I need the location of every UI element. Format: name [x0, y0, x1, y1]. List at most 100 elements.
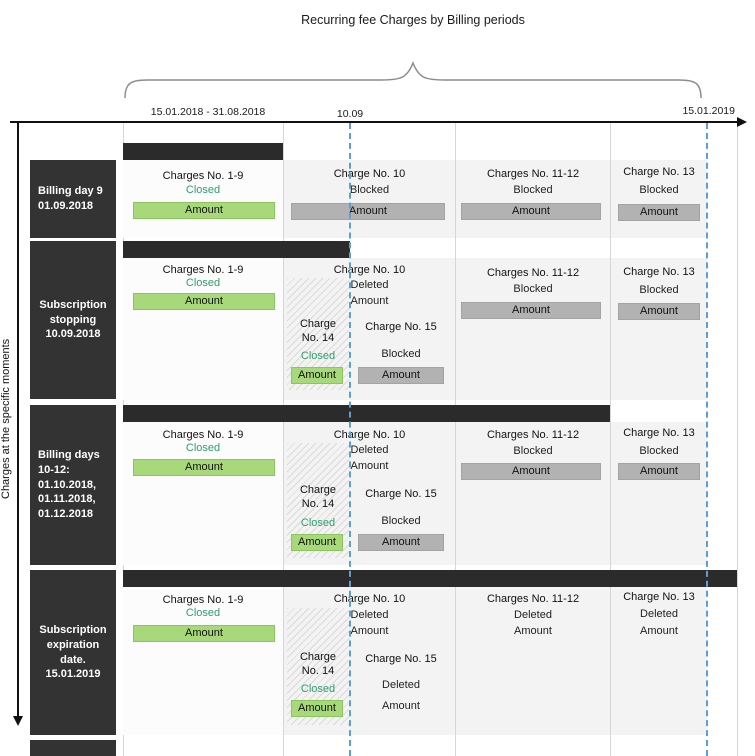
row-label-billing-days-10-12: Billing days 10-12: 01.10.2018, 01.11.20… [30, 405, 116, 565]
charge-title: Charge No. 14 [299, 651, 337, 677]
charge-title: Charge No. 14 [299, 484, 337, 510]
charge-title: Charges No. 1-9 [162, 594, 244, 606]
amount-text: Amount [350, 295, 389, 307]
moments-axis [17, 121, 19, 718]
next-row-label-stub [30, 740, 116, 756]
timeline-marker-15-01-2019 [706, 123, 708, 756]
charge-status: Deleted [350, 609, 389, 621]
charge-status: Deleted [350, 279, 389, 291]
amount-chip: Amount [133, 202, 275, 219]
charge-status: Blocked [639, 445, 679, 457]
amount-text: Amount [640, 625, 678, 637]
charge-status: Blocked [381, 515, 421, 527]
amount-chip: Amount [133, 293, 275, 310]
charge-status: Closed [185, 442, 221, 454]
amount-text: Amount [350, 625, 389, 637]
row-cell [123, 258, 283, 400]
row-cell [284, 160, 455, 238]
amount-chip: Amount [291, 534, 343, 551]
charge-status: Deleted [640, 608, 678, 620]
charge-status: Deleted [382, 679, 420, 691]
charge-status: Blocked [513, 445, 553, 457]
amount-chip: Amount [291, 700, 343, 717]
moments-axis-arrow [13, 716, 23, 726]
timeline-label-end-date: 15.01.2019 [682, 105, 735, 117]
row-cell [611, 587, 707, 735]
row-cell [456, 587, 610, 735]
amount-chip: Amount [618, 463, 700, 480]
amount-chip: Amount [133, 459, 275, 476]
charge-status: Blocked [513, 283, 553, 295]
charge-title: Charges No. 11-12 [486, 168, 580, 180]
column-gridline [610, 123, 611, 756]
charge-status: Closed [185, 607, 221, 619]
charge-status: Blocked [639, 284, 679, 296]
charge-title: Charge No. 13 [623, 591, 695, 603]
column-gridline [283, 123, 284, 756]
amount-chip: Amount [618, 303, 700, 320]
charge-status: Closed [300, 350, 336, 362]
amount-text: Amount [382, 700, 420, 712]
y-axis-label: Charges at the specific moments [0, 338, 12, 500]
row-cell [611, 258, 707, 400]
charge-status: Closed [185, 277, 221, 289]
amount-chip: Amount [358, 367, 444, 384]
timeline-label-period: 15.01.2018 - 31.08.2018 [150, 106, 266, 118]
charge-status: Closed [300, 683, 336, 695]
column-gridline [455, 123, 456, 756]
charge-title: Charge No. 10 [333, 593, 406, 605]
amount-chip: Amount [291, 367, 343, 384]
row-cell [123, 422, 283, 565]
charge-status: Deleted [350, 444, 389, 456]
charge-status: Closed [300, 517, 336, 529]
charge-title: Charges No. 11-12 [486, 267, 580, 279]
charge-title: Charge No. 13 [623, 166, 695, 178]
billing-period-bar [123, 143, 283, 160]
charge-status: Blocked [349, 184, 390, 196]
charge-title: Charges No. 1-9 [162, 429, 244, 441]
charge-title: Charge No. 13 [623, 266, 695, 278]
row-label-subscription-stopping: Subscription stopping 10.09.2018 [30, 241, 116, 399]
amount-text: Amount [350, 460, 389, 472]
diagram-title: Recurring fee Charges by Billing periods [301, 13, 525, 27]
charge-title: Charge No. 15 [365, 488, 437, 500]
charge-title: Charge No. 10 [333, 168, 406, 180]
row-cell [123, 587, 283, 735]
charge-status: Blocked [639, 184, 679, 196]
row-label-billing-day-9: Billing day 9 01.09.2018 [30, 160, 116, 238]
amount-chip: Amount [461, 302, 601, 319]
charge-status: Closed [185, 184, 221, 196]
charge-title: Charges No. 1-9 [162, 170, 244, 182]
billing-period-bar [123, 405, 610, 422]
amount-text: Amount [514, 625, 552, 637]
charge-title: Charges No. 11-12 [486, 429, 580, 441]
amount-chip: Amount [358, 534, 444, 551]
charge-status: Deleted [514, 609, 552, 621]
column-gridline [737, 123, 738, 756]
amount-chip: Amount [618, 204, 700, 221]
charge-title: Charges No. 1-9 [162, 264, 244, 276]
row-cell [611, 422, 707, 565]
charge-title: Charge No. 15 [365, 321, 437, 333]
amount-chip: Amount [461, 463, 601, 480]
amount-chip: Amount [461, 203, 601, 220]
row-cell [123, 160, 283, 238]
charge-title: Charge No. 13 [623, 427, 695, 439]
charge-title: Charge No. 14 [299, 318, 337, 344]
row-cell [456, 422, 610, 565]
amount-chip: Amount [291, 203, 445, 220]
timeline-marker-10-09 [349, 123, 351, 756]
brace-bracket [124, 60, 702, 99]
time-axis-arrow [737, 117, 747, 127]
charge-title: Charge No. 10 [333, 429, 406, 441]
row-cell [456, 160, 610, 238]
amount-chip: Amount [133, 625, 275, 642]
charge-title: Charges No. 11-12 [486, 593, 580, 605]
billing-period-bar [123, 241, 350, 258]
timeline-label-stop-date: 10.09 [336, 108, 364, 120]
time-axis [10, 121, 739, 123]
charge-status: Blocked [381, 348, 421, 360]
charge-title: Charge No. 15 [365, 653, 437, 665]
row-cell [456, 258, 610, 400]
